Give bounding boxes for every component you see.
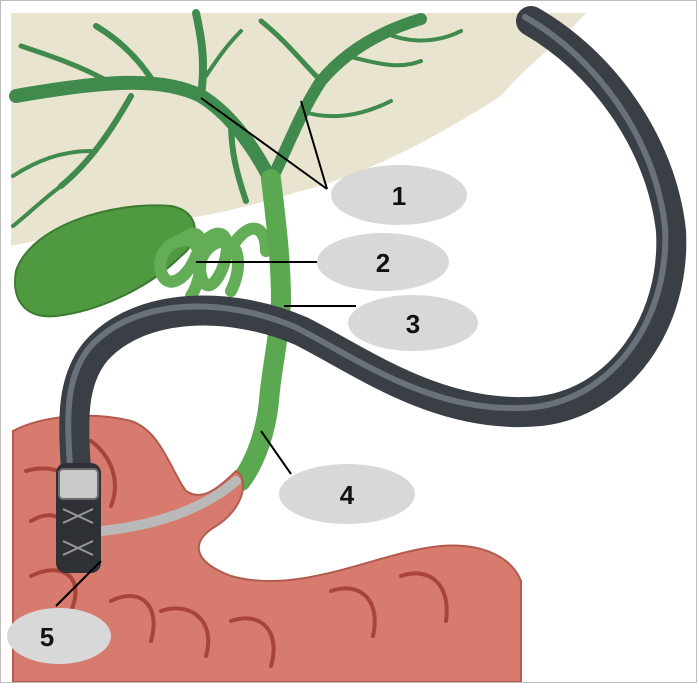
callout-3: 3 [348,295,478,351]
callout-3-label: 3 [406,309,420,339]
callout-5: 5 [7,608,111,664]
callout-2-label: 2 [376,248,390,278]
callout-4-label: 4 [340,480,355,510]
callout-1-label: 1 [392,181,406,211]
callout-1: 1 [331,165,467,225]
callout-2: 2 [317,233,449,291]
callout-4: 4 [279,464,415,524]
endoscope-tip [56,463,101,573]
callout-5-label: 5 [40,622,54,652]
